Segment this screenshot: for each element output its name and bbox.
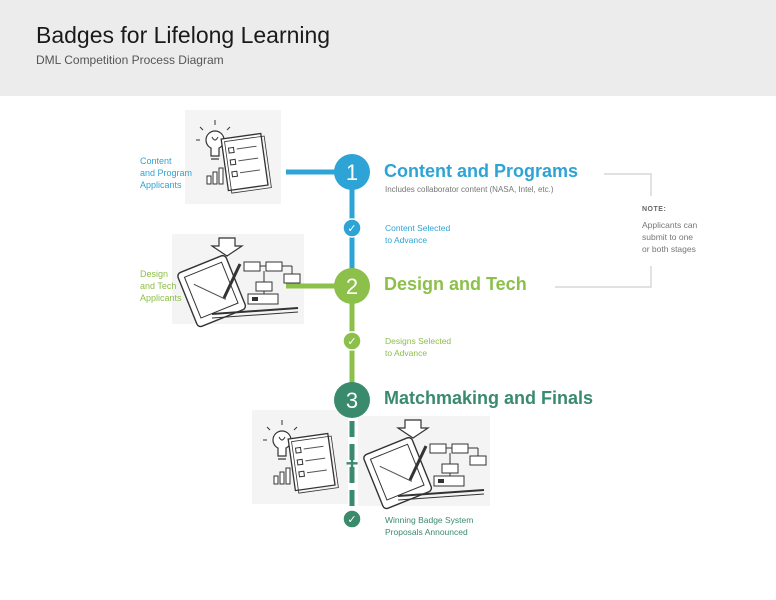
applicant-line: Applicants (140, 293, 182, 303)
design-applicants-label: Design and Tech Applicants (140, 268, 182, 304)
note-bracket (555, 173, 652, 288)
content-sketch-icon (184, 109, 282, 205)
check-icon: ✓ (347, 513, 356, 526)
stage-2-number: 2 (346, 274, 358, 299)
stage-1-subtitle: Includes collaborator content (NASA, Int… (385, 185, 554, 194)
milestone-designs-selected: Designs Selected to Advance (385, 335, 451, 359)
milestone-line: to Advance (385, 348, 428, 358)
milestone-line: Designs Selected (385, 336, 452, 346)
design-sketch-icon (170, 232, 306, 330)
milestone-line: Content Selected (385, 223, 451, 233)
stage-3-title: Matchmaking and Finals (384, 388, 594, 408)
check-circle-3 (342, 509, 362, 529)
applicant-line: and Tech (140, 281, 177, 291)
applicant-line: Content (140, 156, 172, 166)
design-sketch-icon (356, 414, 492, 512)
note-line: or both stages (642, 244, 696, 254)
milestone-line: Proposals Announced (385, 527, 468, 537)
content-applicants-label: Content and Program Applicants (140, 155, 192, 191)
milestone-content-selected: Content Selected to Advance (385, 222, 450, 246)
check-icon: ✓ (347, 222, 356, 235)
note-box: NOTE: Applicants can submit to one or bo… (642, 206, 697, 255)
page-title: Badges for Lifelong Learning (36, 22, 331, 48)
page-subtitle: DML Competition Process Diagram (36, 53, 224, 67)
content-sketch-icon (251, 409, 349, 505)
stage-2-circle (334, 268, 370, 304)
check-icon: ✓ (347, 335, 356, 348)
check-circle-1 (342, 218, 362, 238)
milestone-winners-announced: Winning Badge System Proposals Announced (385, 514, 473, 538)
milestone-line: Winning Badge System (385, 515, 474, 525)
note-line: Applicants can (642, 220, 698, 230)
applicant-line: and Program (140, 168, 193, 178)
note-body: Applicants can submit to one or both sta… (642, 219, 697, 255)
check-circle-2 (342, 331, 362, 351)
stage-2-title: Design and Tech (384, 274, 527, 294)
applicant-line: Design (140, 269, 169, 279)
plus-sign: + (346, 451, 359, 476)
note-heading: NOTE: (642, 206, 667, 213)
stage-1-title: Content and Programs (384, 161, 579, 181)
stage-3-number: 3 (346, 388, 358, 413)
stage-3-circle (334, 382, 370, 418)
stage-1-circle (334, 154, 370, 190)
stage-1-number: 1 (346, 160, 358, 185)
milestone-line: to Advance (385, 235, 428, 245)
header-bar: Badges for Lifelong Learning DML Competi… (0, 0, 776, 96)
note-line: submit to one (642, 232, 694, 242)
applicant-line: Applicants (140, 180, 182, 190)
